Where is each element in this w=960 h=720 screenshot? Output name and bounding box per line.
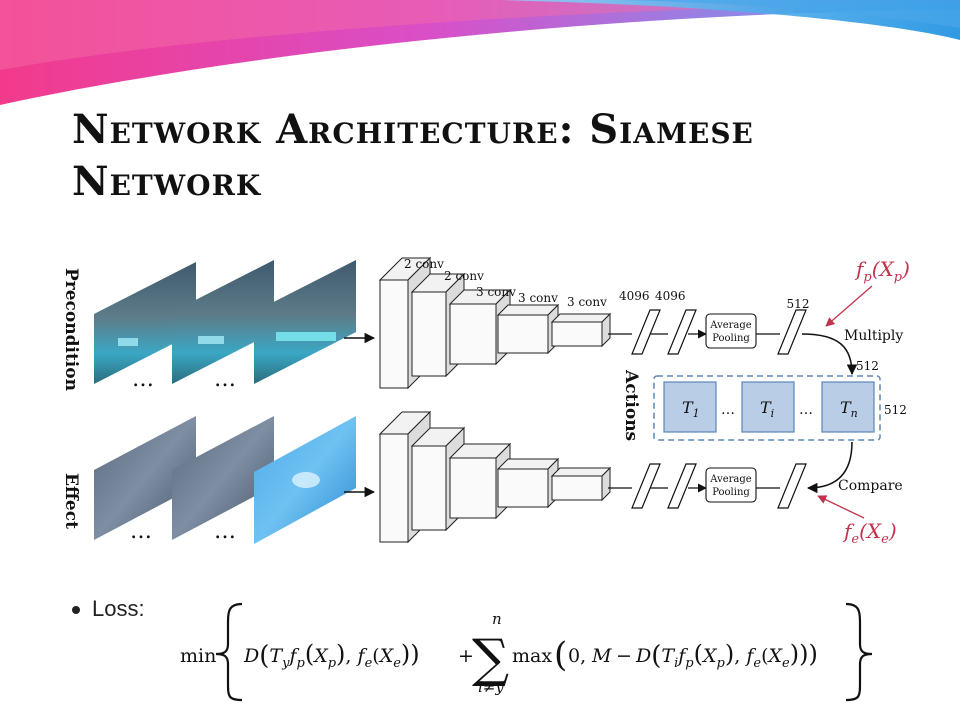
actions-ellipsis-1: … (721, 402, 735, 418)
effect-conv-stack (378, 410, 612, 544)
precondition-pooling-label-1: Average (709, 320, 752, 331)
conv-label-3: 3 conv (476, 285, 516, 299)
effect-frame-1 (94, 416, 196, 540)
formula-right-brace (845, 602, 873, 702)
header-swoosh-decoration (0, 0, 960, 105)
fc-label-1: 4096 (619, 289, 650, 303)
effect-fc-1 (631, 463, 661, 509)
precondition-frame-3 (254, 260, 356, 384)
formula-max: max (512, 645, 552, 667)
precondition-ellipsis-2: … (214, 367, 236, 392)
fp-annotation-arrow (825, 285, 873, 327)
precondition-output-512 (777, 309, 807, 355)
formula-sum-lower: i≠y (478, 678, 504, 696)
loss-label: Loss: (92, 596, 145, 621)
conv-label-1: 2 conv (404, 257, 444, 271)
effect-ellipsis-2: … (214, 519, 236, 544)
fc-label-2: 4096 (655, 289, 686, 303)
formula-term-2: D(Tifp(Xp), fe(Xe))) (635, 640, 818, 671)
effect-pooling-label-2: Pooling (712, 487, 750, 498)
precondition-fc-2 (667, 309, 697, 355)
loss-formula: min D(Tyfp(Xp), fe(Xe)) + ∑ n i≠y max ( … (180, 602, 873, 702)
actions-ellipsis-2: … (799, 402, 813, 418)
action-label-2: Ti (760, 398, 774, 420)
action-label-1: T1 (682, 398, 700, 420)
actions-dim-512-top: 512 (856, 359, 879, 373)
row-label-effect: Effect (61, 473, 81, 529)
precondition-frame-1 (94, 262, 196, 384)
effect-ellipsis-1: … (130, 519, 152, 544)
precondition-dim-512: 512 (787, 297, 810, 311)
fe-annotation-arrow (817, 495, 865, 519)
formula-sum-upper: n (492, 610, 502, 628)
precondition-frames: … … (94, 260, 356, 392)
siamese-network-diagram: Precondition Effect … … … … (61, 256, 910, 547)
effect-frame-2 (172, 416, 274, 540)
actions-container (653, 375, 881, 441)
formula-minus: − (616, 645, 632, 667)
slide-title: Network Architecture: Siamese Network (72, 104, 892, 208)
conv-label-2: 2 conv (444, 269, 484, 283)
action-box-3 (821, 381, 875, 433)
action-label-3: Tn (840, 398, 858, 420)
actions-dim-512-right: 512 (884, 403, 907, 417)
formula-term-1: D(Tyfp(Xp), fe(Xe)) (243, 640, 420, 671)
formula-left-brace (215, 602, 243, 702)
compare-arrow (806, 441, 853, 494)
action-box-1 (663, 381, 717, 433)
precondition-conv-block-5 (550, 312, 612, 348)
action-box-2 (741, 381, 795, 433)
slide-title-line-2: Network (72, 158, 262, 205)
precondition-ellipsis-1: … (132, 367, 154, 392)
formula-plus: + (458, 645, 474, 667)
compare-label: Compare (838, 478, 903, 494)
loss-bullet: Loss: (72, 596, 145, 622)
conv-label-4: 3 conv (518, 291, 558, 305)
fe-xe-annotation: fe(Xe) (842, 519, 897, 547)
precondition-fc-layers: Average Pooling 512 (608, 297, 810, 355)
actions-label: Actions (621, 369, 641, 441)
precondition-conv-stack (378, 256, 612, 390)
precondition-frame-2 (172, 260, 274, 384)
formula-min: min (180, 645, 216, 667)
effect-fc-layers: Average Pooling (608, 463, 807, 509)
formula-open-paren: ( (554, 635, 567, 675)
row-label-precondition: Precondition (61, 268, 81, 391)
formula-M: M (591, 645, 612, 667)
action-transforms: T1 Ti Tn (663, 381, 875, 433)
effect-output-512 (777, 463, 807, 509)
precondition-conv-block-4 (496, 303, 560, 355)
effect-average-pooling-box (705, 467, 757, 503)
precondition-average-pooling-box (705, 313, 757, 349)
multiply-label: Multiply (844, 328, 903, 344)
multiply-arrow (801, 333, 858, 376)
precondition-fc-1 (631, 309, 661, 355)
effect-pooling-label-1: Average (709, 474, 752, 485)
formula-sum-sign: ∑ (472, 629, 509, 689)
fp-xp-annotation: fp(Xp) (854, 257, 910, 285)
formula-zero: 0, (568, 645, 586, 667)
effect-frames: … … (94, 416, 356, 544)
effect-conv-block-5 (550, 466, 612, 502)
precondition-pooling-label-2: Pooling (712, 333, 750, 344)
slide-title-line-1: Network Architecture: Siamese (72, 106, 754, 153)
effect-conv-block-4 (496, 457, 560, 509)
bullet-dot (72, 606, 80, 615)
effect-fc-2 (667, 463, 697, 509)
conv-label-5: 3 conv (567, 295, 607, 309)
